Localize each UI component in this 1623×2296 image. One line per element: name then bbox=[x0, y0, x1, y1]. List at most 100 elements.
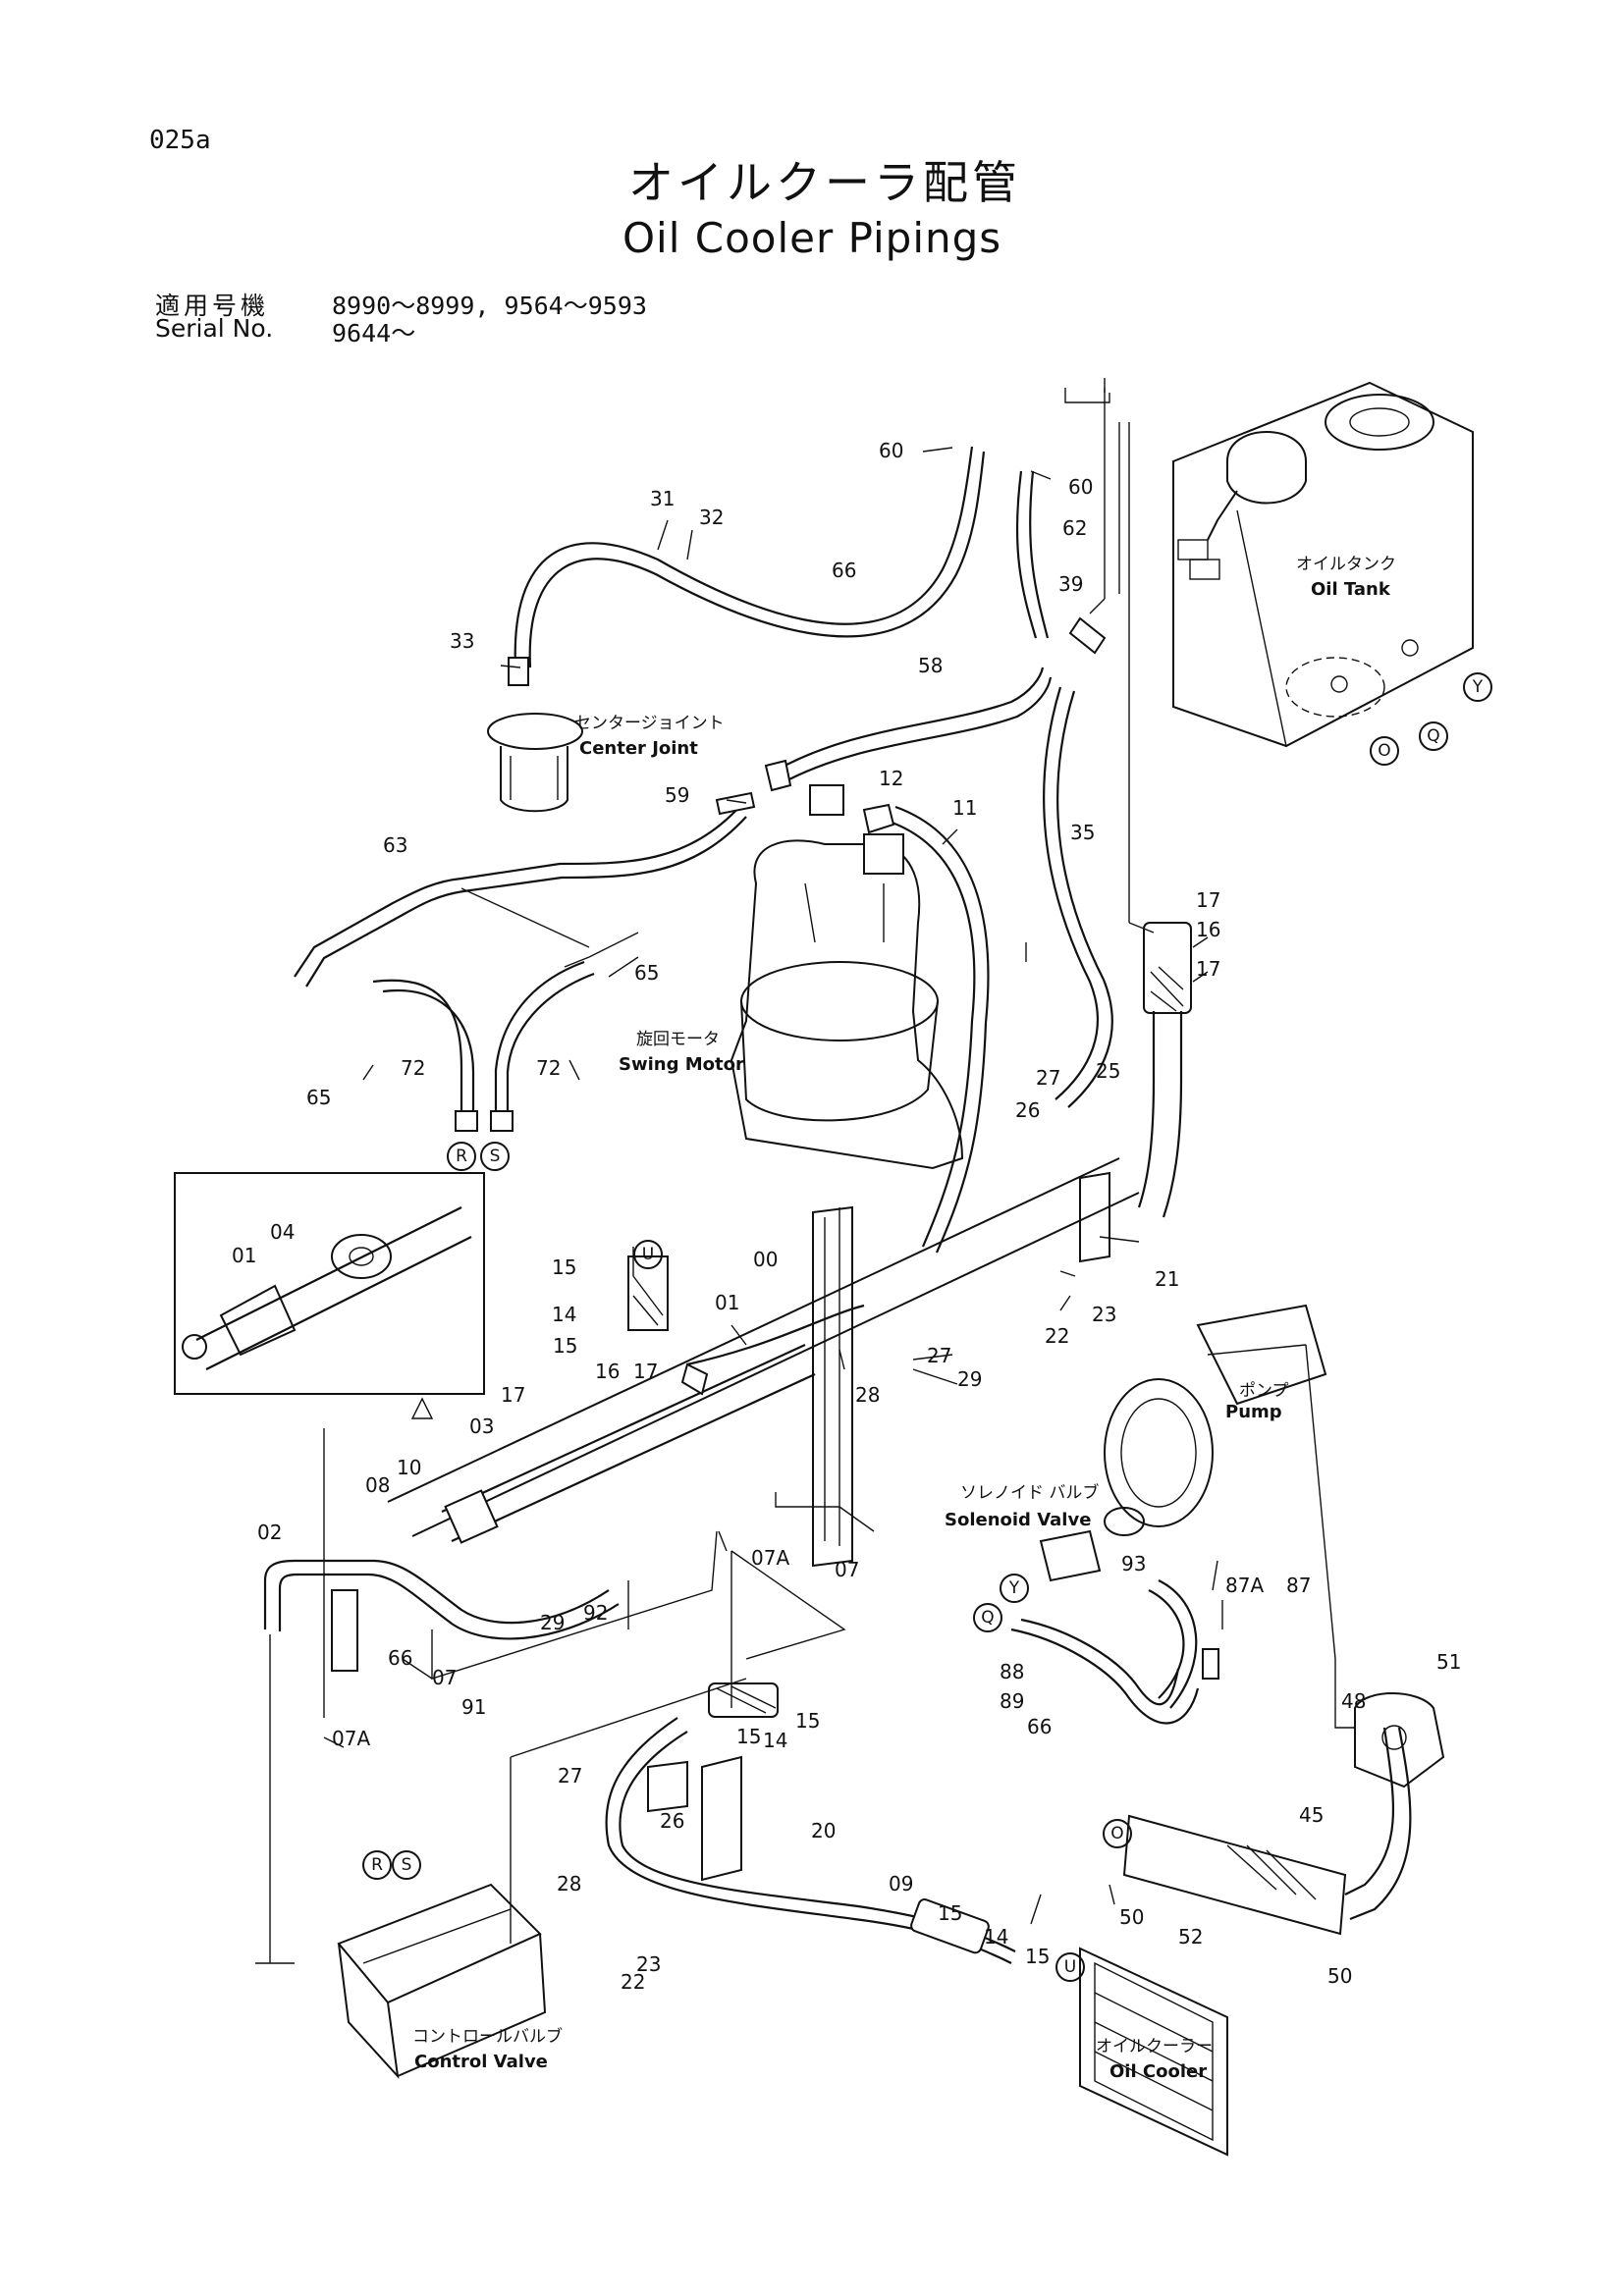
part-label-07: 07 bbox=[835, 1558, 859, 1581]
marker-Y2: Y bbox=[1000, 1574, 1029, 1603]
hoses-72 bbox=[372, 960, 595, 1132]
part-label-52: 52 bbox=[1178, 1925, 1203, 1949]
pipe-09 bbox=[605, 1682, 1016, 1964]
control-valve-label-jp: コントロールバルブ bbox=[412, 2026, 563, 2047]
swing-motor-label-jp: 旋回モータ bbox=[636, 1030, 720, 1049]
part-label-27b: 27 bbox=[927, 1344, 951, 1367]
part-label-01: 01 bbox=[715, 1291, 739, 1314]
part-labels: 60 60 62 66 39 31 32 33 58 12 59 11 35 6… bbox=[232, 439, 1461, 1994]
part-label-15b: 15 bbox=[553, 1334, 577, 1358]
part-label-63: 63 bbox=[383, 833, 407, 857]
part-label-01b: 01 bbox=[232, 1244, 256, 1267]
serial-label-jp: 適用号機 bbox=[155, 292, 270, 320]
part-label-07b: 07 bbox=[432, 1666, 457, 1689]
oil-tank-label-jp: オイルタンク bbox=[1296, 555, 1396, 574]
solenoid-valve bbox=[1039, 1507, 1145, 1582]
part-label-26b: 26 bbox=[660, 1809, 684, 1833]
marker-S: S bbox=[480, 1142, 510, 1171]
pipe-45-52 bbox=[1122, 1692, 1445, 1936]
marker-R: R bbox=[447, 1142, 476, 1171]
hose-31-32 bbox=[508, 446, 986, 686]
part-label-15: 15 bbox=[552, 1255, 576, 1279]
part-label-89: 89 bbox=[1000, 1689, 1024, 1713]
pipe-63 bbox=[294, 791, 756, 988]
svg-text:Q: Q bbox=[1427, 726, 1439, 746]
part-label-07A-b: 07A bbox=[332, 1727, 370, 1750]
part-label-15c: 15 bbox=[795, 1709, 820, 1733]
part-label-29b: 29 bbox=[540, 1611, 565, 1634]
svg-text:S: S bbox=[490, 1147, 501, 1166]
part-label-16b: 16 bbox=[595, 1360, 620, 1383]
part-label-23: 23 bbox=[1092, 1303, 1116, 1326]
part-label-39: 39 bbox=[1058, 572, 1083, 596]
part-label-45: 45 bbox=[1299, 1803, 1324, 1827]
part-label-51: 51 bbox=[1436, 1650, 1461, 1674]
part-label-00: 00 bbox=[753, 1248, 778, 1271]
part-label-48: 48 bbox=[1341, 1689, 1366, 1713]
part-label-29: 29 bbox=[957, 1367, 982, 1391]
svg-text:Y: Y bbox=[1008, 1578, 1020, 1598]
part-label-26: 26 bbox=[1015, 1098, 1040, 1122]
pump bbox=[1104, 1304, 1327, 1527]
marker-U: U bbox=[633, 1240, 663, 1269]
part-label-91: 91 bbox=[461, 1695, 486, 1719]
svg-text:U: U bbox=[1064, 1957, 1076, 1977]
part-label-66: 66 bbox=[832, 559, 856, 582]
part-label-14b: 14 bbox=[763, 1729, 787, 1752]
pump-label-jp: ポンプ bbox=[1239, 1381, 1289, 1401]
marker-R2: R bbox=[362, 1850, 392, 1880]
svg-text:Q: Q bbox=[981, 1608, 994, 1628]
part-label-88: 88 bbox=[1000, 1660, 1024, 1683]
center-joint-label: Center Joint bbox=[579, 738, 698, 759]
frame-rail-00 bbox=[387, 1157, 1140, 1568]
part-label-72b: 72 bbox=[536, 1056, 561, 1080]
part-label-15d: 15 bbox=[736, 1725, 761, 1748]
part-label-03: 03 bbox=[469, 1415, 494, 1438]
hose-62 bbox=[1015, 470, 1107, 655]
part-label-92: 92 bbox=[583, 1601, 608, 1625]
part-label-21: 21 bbox=[1155, 1267, 1179, 1291]
part-label-65: 65 bbox=[634, 961, 659, 985]
pipe-02-91 bbox=[263, 1559, 620, 1672]
pump-label: Pump bbox=[1225, 1402, 1282, 1422]
part-label-17d: 17 bbox=[501, 1383, 525, 1407]
part-label-20: 20 bbox=[811, 1819, 836, 1842]
part-label-17: 17 bbox=[1196, 888, 1220, 912]
control-valve bbox=[337, 1883, 547, 2080]
connection-markers: Y Q O R S U Y Q R S O U bbox=[362, 672, 1492, 1982]
part-label-09: 09 bbox=[889, 1872, 913, 1896]
part-label-22: 22 bbox=[1045, 1324, 1069, 1348]
part-label-72: 72 bbox=[401, 1056, 425, 1080]
part-label-15f: 15 bbox=[1025, 1945, 1050, 1968]
hose-11 bbox=[862, 803, 990, 1254]
part-label-07A: 07A bbox=[751, 1546, 789, 1570]
part-label-32: 32 bbox=[699, 506, 724, 529]
swing-motor-label: Swing Motor bbox=[619, 1054, 744, 1075]
detail-inset bbox=[174, 1172, 485, 1419]
part-label-22b: 22 bbox=[621, 1970, 645, 1994]
part-label-08: 08 bbox=[365, 1473, 390, 1497]
part-label-27: 27 bbox=[1036, 1066, 1060, 1090]
part-label-93: 93 bbox=[1121, 1552, 1146, 1575]
oil-cooler-label: Oil Cooler bbox=[1109, 2061, 1207, 2082]
center-joint bbox=[487, 713, 583, 813]
part-label-35: 35 bbox=[1070, 821, 1095, 844]
marker-U2: U bbox=[1055, 1952, 1085, 1982]
component-labels: センタージョイント Center Joint オイルタンク Oil Tank 旋… bbox=[412, 555, 1396, 2082]
part-label-02: 02 bbox=[257, 1521, 282, 1544]
svg-text:R: R bbox=[456, 1147, 467, 1166]
page-title-jp: オイルクーラ配管 bbox=[628, 156, 1021, 209]
serial-range-line1: 8990～8999, 9564～9593 bbox=[332, 292, 647, 320]
leader-lines bbox=[255, 378, 1355, 1964]
part-label-23b: 23 bbox=[636, 1952, 661, 1976]
svg-text:R: R bbox=[371, 1855, 383, 1875]
marker-S2: S bbox=[392, 1850, 421, 1880]
bracket-20 bbox=[647, 1755, 742, 1882]
part-label-66b: 66 bbox=[388, 1646, 412, 1670]
part-label-25: 25 bbox=[1096, 1059, 1120, 1083]
marker-Q2: Q bbox=[973, 1603, 1002, 1632]
part-label-15e: 15 bbox=[938, 1901, 962, 1925]
svg-text:O: O bbox=[1110, 1824, 1123, 1843]
part-label-04: 04 bbox=[270, 1220, 295, 1244]
